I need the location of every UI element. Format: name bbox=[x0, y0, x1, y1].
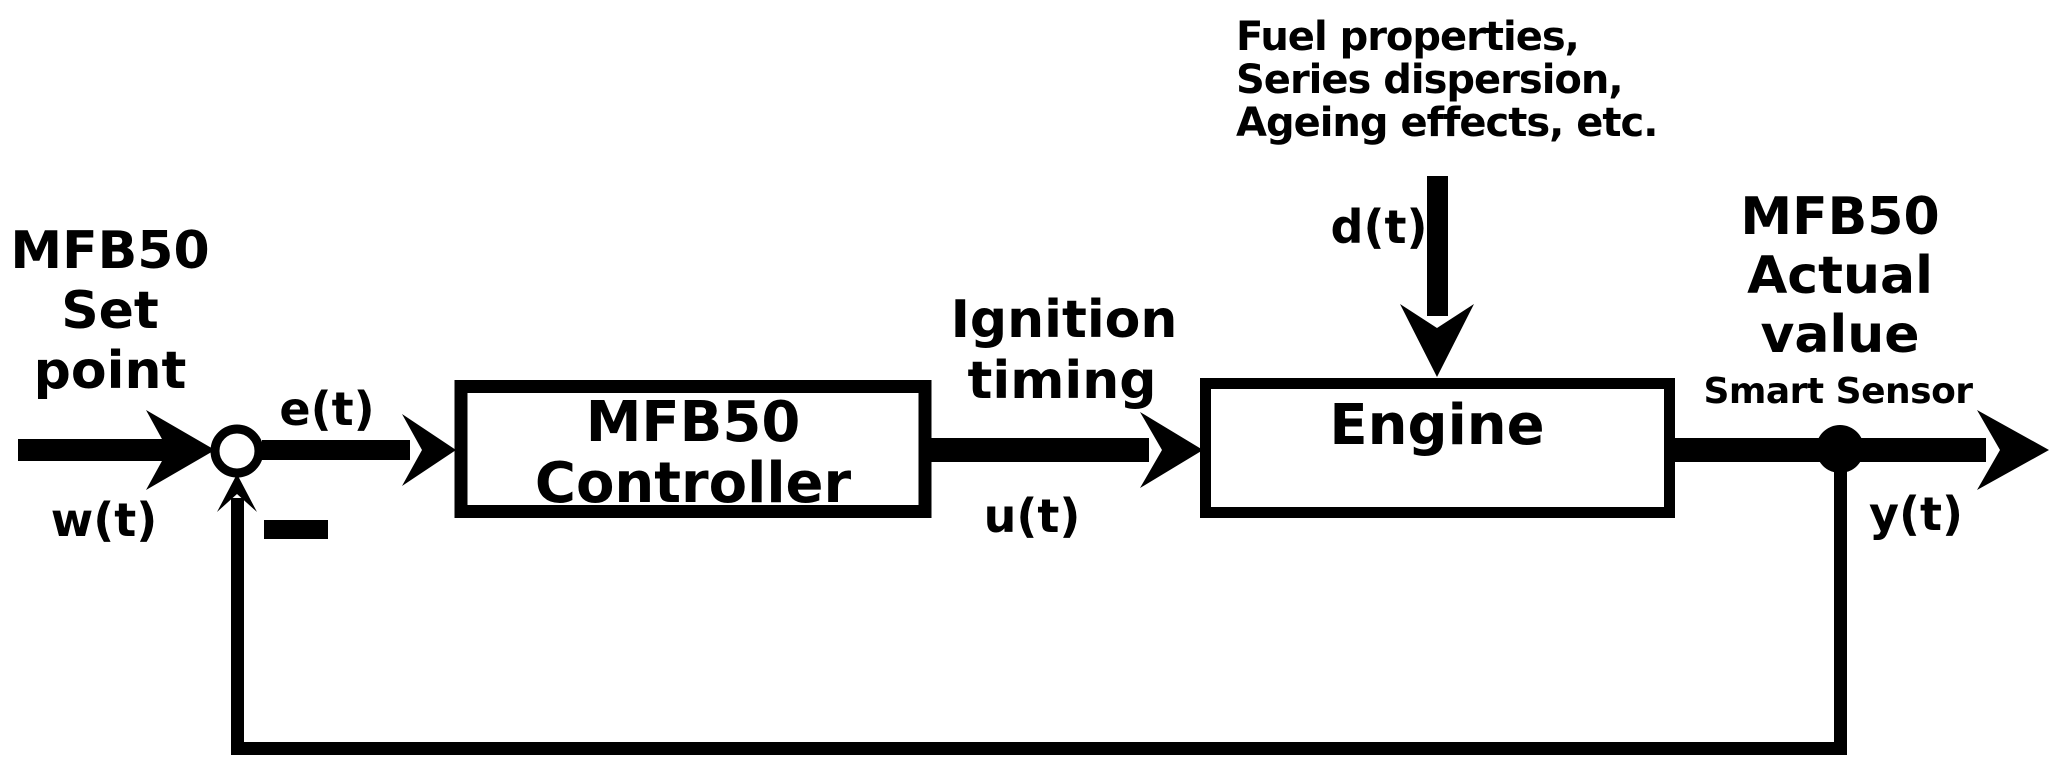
disturbance-arrow-shaft bbox=[1427, 176, 1448, 316]
input-arrow-shaft bbox=[18, 439, 170, 461]
error-arrowhead bbox=[402, 414, 456, 486]
disturbance-sources-label: Fuel properties, Series dispersion, Agei… bbox=[1236, 14, 1658, 146]
disturbance-sources-line3: Ageing effects, etc. bbox=[1236, 100, 1657, 146]
feedback-line bbox=[217, 450, 1847, 755]
feedback-arrowhead bbox=[217, 474, 257, 512]
error-arrow-shaft bbox=[262, 440, 410, 460]
engine-label: Engine bbox=[1329, 393, 1544, 458]
actual-value-line2: Actual bbox=[1747, 246, 1933, 306]
output-arrowhead bbox=[1977, 410, 2049, 490]
ignition-timing-label: Ignition timing bbox=[951, 290, 1178, 411]
input-signal-label: w(t) bbox=[51, 493, 158, 547]
disturbance-sources-line1: Fuel properties, bbox=[1236, 14, 1579, 60]
input-arrowhead bbox=[146, 410, 215, 490]
disturbance-arrowhead bbox=[1400, 304, 1474, 377]
control-signal-label: u(t) bbox=[984, 489, 1081, 543]
controller-box bbox=[454, 380, 932, 518]
feedback-line-right-vertical bbox=[1834, 450, 1847, 748]
controller-block: MFB50 Controller bbox=[454, 380, 932, 518]
error-signal-label: e(t) bbox=[279, 382, 374, 436]
output-signal-label: y(t) bbox=[1869, 487, 1963, 541]
setpoint-label-line3: point bbox=[34, 341, 187, 401]
input-arrow bbox=[18, 410, 215, 490]
disturbance-arrow bbox=[1400, 176, 1474, 377]
setpoint-label-line1: MFB50 bbox=[10, 221, 209, 281]
control-arrow bbox=[929, 412, 1203, 488]
setpoint-label-line2: Set bbox=[61, 281, 159, 341]
ignition-timing-line1: Ignition bbox=[951, 290, 1178, 350]
setpoint-label: MFB50 Set point bbox=[10, 221, 209, 401]
disturbance-signal-label: d(t) bbox=[1331, 200, 1428, 254]
control-arrow-shaft bbox=[929, 438, 1149, 462]
engine-box bbox=[1200, 378, 1675, 518]
control-arrowhead bbox=[1140, 412, 1203, 488]
engine-block: Engine bbox=[1200, 378, 1675, 518]
feedback-line-bottom bbox=[231, 742, 1847, 755]
controller-label-line2: Controller bbox=[535, 451, 852, 516]
summing-junction-circle bbox=[210, 424, 264, 478]
actual-value-label: MFB50 Actual value bbox=[1740, 187, 1939, 365]
error-arrow bbox=[262, 414, 456, 486]
smart-sensor-label: Smart Sensor bbox=[1703, 371, 1973, 412]
minus-sign bbox=[264, 520, 328, 539]
feedback-line-left-vertical bbox=[231, 498, 244, 753]
controller-label-line1: MFB50 bbox=[586, 390, 801, 455]
actual-value-line1: MFB50 bbox=[1740, 187, 1939, 247]
disturbance-sources-line2: Series dispersion, bbox=[1236, 57, 1623, 103]
ignition-timing-line2: timing bbox=[968, 351, 1157, 411]
sensor-node-dot bbox=[1816, 425, 1864, 473]
actual-value-line3: value bbox=[1760, 305, 1919, 365]
